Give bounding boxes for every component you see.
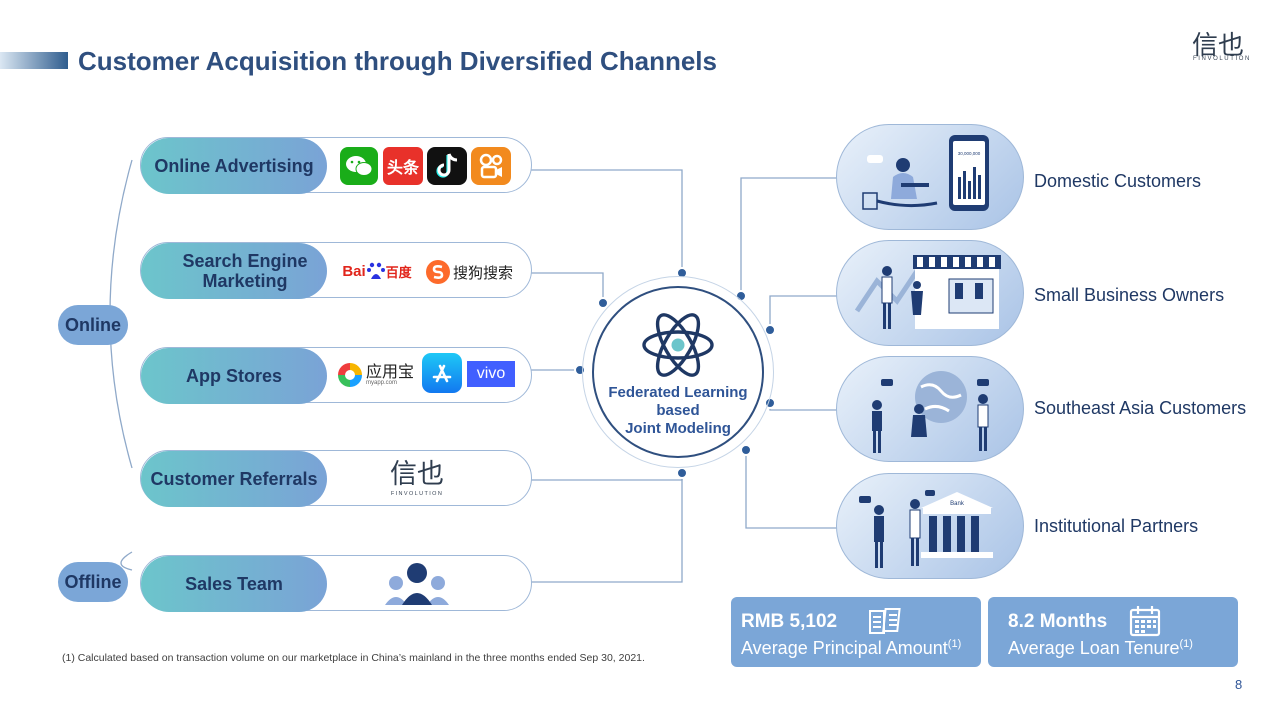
channel-label: Sales Team [141,556,327,612]
page-title: Customer Acquisition through Diversified… [78,46,717,76]
channel-label: Search Engine Marketing [141,243,327,299]
svg-text:30,000,000: 30,000,000 [958,151,981,156]
federated-learning-hub [592,286,764,458]
customer-illustration-institutional: Bank [836,473,1024,579]
customer-label-institutional: Institutional Partners [1034,516,1199,536]
page-number: 8 [1235,677,1243,692]
banknotes-icon [869,608,901,634]
toutiao-icon: 头条 [383,147,423,185]
customer-illustration-domestic: 30,000,000 [836,124,1024,230]
atom-icon [642,313,714,377]
kuaishou-icon [471,147,511,185]
svg-text:Bank: Bank [950,501,965,507]
appstore-icon [422,353,462,393]
center-ring [582,276,774,468]
channel-label: Online Advertising [141,138,327,194]
group-tag-online: Online [58,305,128,345]
stat-caption: Average Loan Tenure(1) [1008,638,1193,658]
globe-illustration [872,371,989,453]
logo-wordmark: FINVOLUTION [1193,56,1251,62]
baidu-logo: Bai 百度 [342,262,412,281]
svg-text:信也: 信也 [1192,31,1244,61]
stat-value: RMB 5,102 [741,611,838,632]
vivo-logo: vivo [467,361,515,387]
storefront-illustration [854,255,1001,329]
customer-label-southeast-asia: Southeast Asia Customers [1034,398,1247,418]
tiktok-icon [427,147,467,185]
finvolution-logo: 信也 [1192,31,1244,61]
channel-search-engine-marketing: Search Engine Marketing [140,242,532,299]
footnote: (1) Calculated based on transaction volu… [62,652,645,664]
stat-average-principal: RMB 5,102 Average Principal Amount(1) [731,597,981,667]
center-label: Federated Learning based Joint Modeling [608,384,748,437]
group-tag-offline: Offline [58,562,128,602]
stat-average-tenure: 8.2 Months Average Loan Tenure(1) [988,597,1238,667]
stat-value: 8.2 Months [1008,611,1108,632]
stat-caption: Average Principal Amount(1) [741,638,962,658]
myapp-logo: 应用宝 myapp.com [333,360,417,390]
finvolution-logo: 信也 FINVOLUTION [390,459,444,498]
customer-illustration-small-business [836,240,1024,346]
customer-label-domestic: Domestic Customers [1034,171,1202,191]
wechat-icon [340,147,378,185]
title-accent-bar [0,52,68,69]
customer-illustration-southeast-asia [836,356,1024,462]
channel-sales-team: Sales Team [140,555,532,612]
sogou-logo: 搜狗搜索 [420,258,518,286]
bank-illustration: Bank [859,490,993,568]
channel-app-stores: App Stores [140,347,532,404]
channel-customer-referrals: Customer Referrals [140,450,532,507]
people-icon [383,561,451,605]
customer-label-small-business: Small Business Owners [1034,285,1225,305]
channel-label: Customer Referrals [141,451,327,507]
channel-label: App Stores [141,348,327,404]
phone-chart-illustration: 30,000,000 [862,135,989,211]
calendar-icon [1129,606,1161,637]
